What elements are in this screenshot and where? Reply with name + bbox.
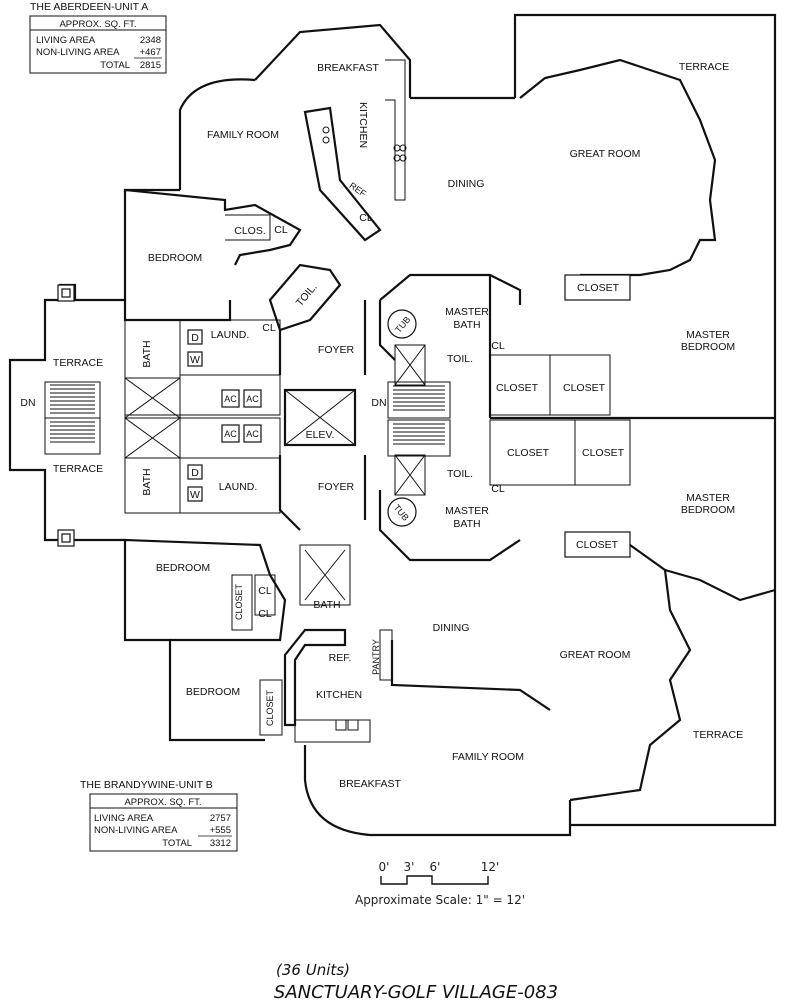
scale-tick-12: 12' [481,860,500,874]
label-master-bath-a2: BATH [453,319,480,331]
scale-tick-6: 6' [430,860,441,874]
label-foyer-b: FOYER [318,481,355,493]
label-closet-a1: CLOSET [577,282,620,294]
label-master-bedroom-b1: MASTER [686,492,730,504]
label-d-b: D [191,467,199,479]
label-master-bedroom-a2: BEDROOM [681,341,735,353]
unit-b-total-label: TOTAL [162,838,192,849]
label-toil-a: TOIL. [294,281,320,309]
unit-a-nonliving-value: +467 [140,47,161,58]
label-terrace-left-b: TERRACE [53,463,103,475]
unit-a-living-value: 2348 [140,35,161,46]
label-terrace-left-a: TERRACE [53,357,103,369]
label-dining-a: DINING [448,178,485,190]
label-bedroom-a: BEDROOM [148,252,202,264]
unit-b-nonliving-label: NON-LIVING AREA [94,825,178,836]
unit-a-living-label: LIVING AREA [36,35,96,46]
footer: (36 Units) SANCTUARY-GOLF VILLAGE-083 [274,961,558,1000]
label-family-room-b: FAMILY ROOM [452,751,524,763]
label-cl-a2: CL [359,212,373,224]
unit-b-sqft-table: THE BRANDYWINE-UNIT B APPROX. SQ. FT. LI… [80,779,238,852]
label-bath-a: BATH [141,340,153,367]
unit-a-header: APPROX. SQ. FT. [59,19,136,30]
label-ref-b: REF. [329,652,352,664]
unit-a-title: THE ABERDEEN-UNIT A [30,1,148,13]
label-master-bedroom-a1: MASTER [686,329,730,341]
label-ac-1: AC [224,394,237,404]
label-family-room-a: FAMILY ROOM [207,129,279,141]
label-terrace-b: TERRACE [693,729,743,741]
label-d-a: D [191,332,199,344]
label-bedroom-b2: BEDROOM [186,686,240,698]
scale-bar: 0' 3' 6' 12' Approximate Scale: 1" = 12' [355,860,525,907]
interior-walls [44,58,776,802]
label-master-bath-b2: BATH [453,518,480,530]
label-kitchen-b: KITCHEN [316,689,362,701]
room-labels: BREAKFAST KITCHEN TERRACE FAMILY ROOM GR… [20,61,743,790]
unit-a-sqft-table: THE ABERDEEN-UNIT A APPROX. SQ. FT. LIVI… [29,1,167,74]
unit-b-living-value: 2757 [210,813,231,824]
label-great-room-a: GREAT ROOM [570,148,641,160]
unit-b-living-label: LIVING AREA [94,813,154,824]
label-kitchen-a: KITCHEN [357,102,369,148]
label-breakfast-b: BREAKFAST [339,778,401,790]
label-w-b: W [190,489,200,501]
scale-caption: Approximate Scale: 1" = 12' [355,893,525,907]
label-dn-left: DN [20,397,35,409]
label-cl-a4: CL [491,340,505,352]
label-dining-b: DINING [433,622,470,634]
scale-tick-0: 0' [379,860,390,874]
footer-title: SANCTUARY-GOLF VILLAGE-083 [274,982,558,1000]
footer-units: (36 Units) [276,961,350,979]
label-closet-a3: CLOSET [563,382,606,394]
label-cl-b2: CL [258,585,272,597]
unit-b-title: THE BRANDYWINE-UNIT B [80,779,213,791]
label-master-bedroom-b2: BEDROOM [681,504,735,516]
label-master-bath-b1: MASTER [445,505,489,517]
label-dn-right: DN [371,397,386,409]
label-elev: ELEV. [306,429,335,441]
label-closet-a2: CLOSET [496,382,539,394]
label-closet-b3: CLOSET [576,539,619,551]
unit-a-nonliving-label: NON-LIVING AREA [36,47,120,58]
label-pantry: PANTRY [371,639,381,675]
label-cl-a1: CL [274,224,288,236]
label-bath-b: BATH [141,468,153,495]
unit-a-total-value: 2815 [140,60,161,71]
label-ref-a: REF [347,180,368,199]
label-toil-b: TOIL. [447,468,473,480]
label-clos: CLOS. [234,225,266,237]
label-cl-b1: CL [491,483,505,495]
label-laund-b: LAUND. [219,481,258,493]
label-closet-b1: CLOSET [507,447,550,459]
label-great-room-b: GREAT ROOM [560,649,631,661]
label-master-bath-a1: MASTER [445,306,489,318]
outer-walls [8,13,777,837]
label-bath-b2: BATH [313,599,340,611]
label-closet-b2: CLOSET [582,447,625,459]
unit-b-total-value: 3312 [210,838,231,849]
label-w-a: W [190,354,200,366]
label-laund-a: LAUND. [211,329,250,341]
label-foyer-a: FOYER [318,344,355,356]
label-terrace-a: TERRACE [679,61,729,73]
label-toil-a2: TOIL. [447,353,473,365]
label-ac-2: AC [246,394,259,404]
unit-b-header: APPROX. SQ. FT. [124,797,201,808]
label-ac-4: AC [246,429,259,439]
label-cl-b3: CL [258,608,272,620]
label-cl-a3: CL [262,322,276,334]
label-closet-b4: CLOSET [234,583,244,620]
label-bedroom-b: BEDROOM [156,562,210,574]
unit-b-nonliving-value: +555 [210,825,231,836]
scale-tick-3: 3' [404,860,415,874]
label-ac-3: AC [224,429,237,439]
label-breakfast-a: BREAKFAST [317,62,379,74]
unit-a-total-label: TOTAL [100,60,130,71]
label-closet-b5: CLOSET [265,689,275,726]
